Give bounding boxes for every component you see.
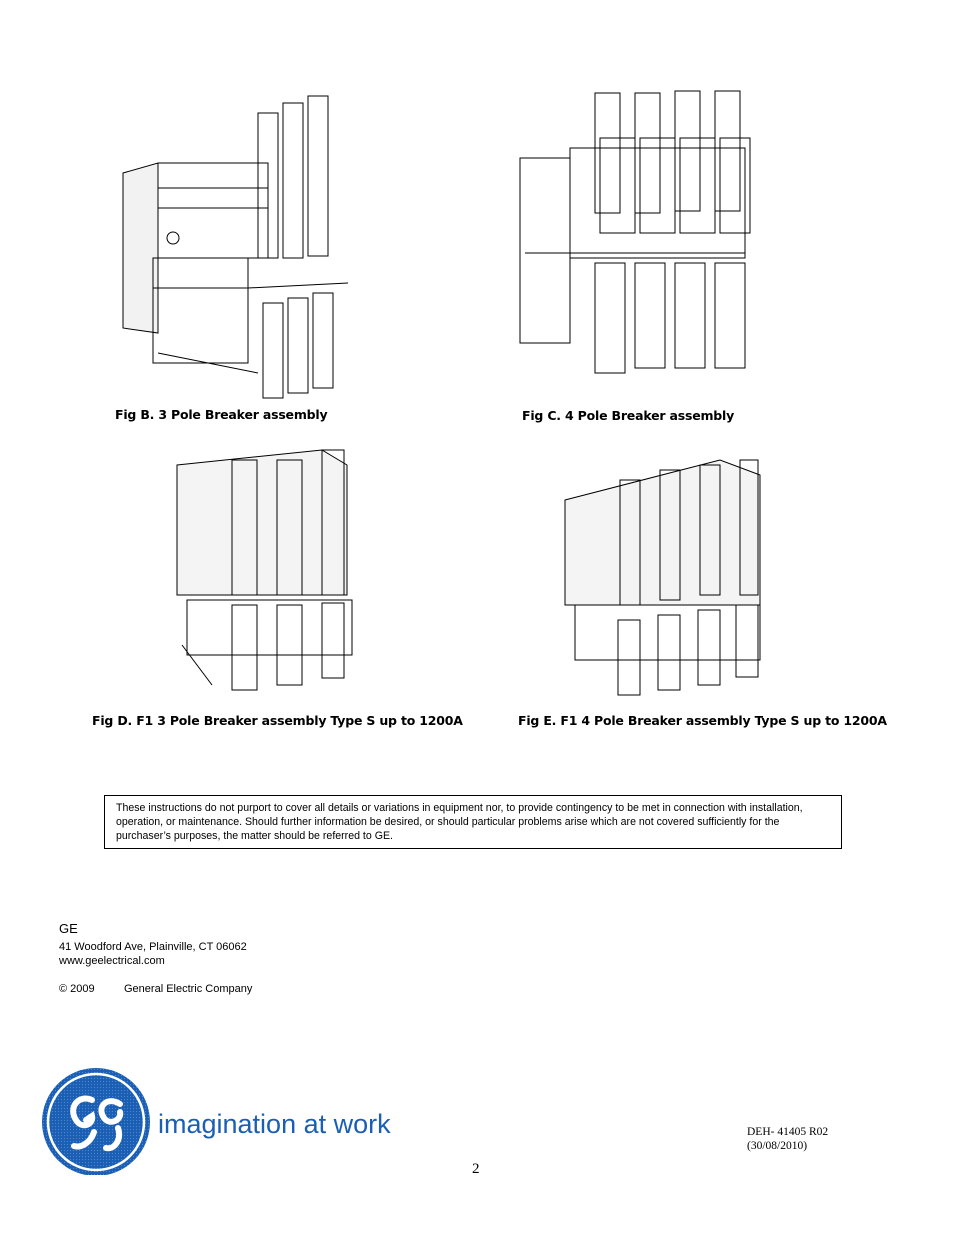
figure-d-f1-3-pole-breaker	[172, 445, 357, 700]
figure-e-f1-4-pole-breaker	[560, 455, 770, 700]
company-website[interactable]: www.geelectrical.com	[59, 955, 165, 967]
figure-d-caption: Fig D. F1 3 Pole Breaker assembly Type S…	[92, 713, 463, 728]
copyright-year: © 2009	[59, 983, 95, 995]
copyright-line: © 2009 General Electric Company	[59, 983, 252, 995]
company-name: GE	[59, 921, 78, 936]
ge-monogram-icon: imagination at work	[42, 1068, 391, 1176]
disclaimer-box: These instructions do not purport to cov…	[104, 795, 842, 849]
figure-b-3-pole-breaker	[118, 88, 368, 403]
company-address: 41 Woodford Ave, Plainville, CT 06062	[59, 941, 247, 953]
figure-b-caption: Fig B. 3 Pole Breaker assembly	[115, 407, 328, 422]
page-number: 2	[472, 1161, 480, 1177]
figure-c-caption: Fig C. 4 Pole Breaker assembly	[522, 408, 735, 423]
copyright-holder: General Electric Company	[124, 983, 253, 995]
logo-tagline: imagination at work	[158, 1109, 391, 1139]
figure-e-caption: Fig E. F1 4 Pole Breaker assembly Type S…	[518, 713, 887, 728]
document-number: DEH- 41405 R02	[747, 1126, 829, 1138]
figure-c-4-pole-breaker	[515, 88, 755, 378]
ge-logo: imagination at work	[30, 1050, 425, 1176]
document-date: (30/08/2010)	[747, 1140, 808, 1152]
document-number-block: DEH- 41405 R02 (30/08/2010)	[747, 1125, 828, 1153]
